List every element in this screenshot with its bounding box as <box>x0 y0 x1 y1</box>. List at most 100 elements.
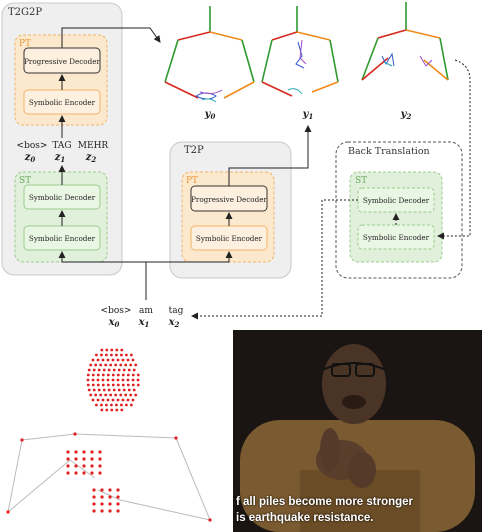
body-point <box>82 450 86 454</box>
face-point <box>120 348 124 352</box>
body-point <box>116 509 120 513</box>
face-point <box>131 358 135 362</box>
face-point <box>136 378 140 382</box>
face-point <box>110 353 113 357</box>
face-point <box>110 408 114 412</box>
face-point <box>99 363 103 367</box>
face-point <box>94 393 98 397</box>
body-point <box>74 450 78 454</box>
subtitle-line-2: is earthquake resistance. <box>236 512 374 524</box>
face-point <box>99 393 103 397</box>
body-point <box>82 471 86 475</box>
face-point <box>130 403 133 407</box>
subtitle-line-1: f all piles become more stronger <box>236 496 414 508</box>
face-point <box>116 378 120 382</box>
symbolic-decoder-box <box>357 187 435 213</box>
body-point <box>74 457 78 461</box>
text-word-2: tag <box>169 306 184 316</box>
face-point <box>102 368 106 372</box>
face-point <box>126 373 130 377</box>
face-point <box>97 368 101 372</box>
face-point <box>125 403 128 407</box>
body-point <box>100 502 104 506</box>
face-point <box>111 358 115 362</box>
body-point <box>66 457 70 461</box>
face-point <box>136 383 140 387</box>
pose-label-0: y0 <box>204 109 216 121</box>
body-point <box>92 488 96 492</box>
face-point <box>101 398 105 402</box>
body-keypoints <box>6 432 212 522</box>
face-point <box>132 368 136 372</box>
text-var-1: x1 <box>138 317 150 329</box>
face-point <box>105 348 109 352</box>
face-point <box>129 393 133 397</box>
face-point <box>106 383 110 387</box>
face-keypoints <box>86 348 140 412</box>
symbolic-encoder-label: Symbolic Encoder <box>363 233 430 242</box>
symbolic-encoder-label: Symbolic Encoder <box>29 234 96 243</box>
face-point <box>126 383 130 387</box>
face-point <box>111 373 115 377</box>
face-point <box>109 393 113 397</box>
face-point <box>127 368 131 372</box>
face-point <box>105 353 108 357</box>
face-point <box>86 378 90 382</box>
face-point <box>121 378 125 382</box>
body-point <box>90 464 94 468</box>
face-point <box>105 403 108 407</box>
pose-label-2: y2 <box>400 109 412 121</box>
face-point <box>120 408 124 412</box>
text-word-1: am <box>139 306 153 316</box>
face-point <box>91 373 95 377</box>
face-point <box>117 368 121 372</box>
face-point <box>89 363 93 367</box>
face-point <box>86 373 90 377</box>
symbolic-decoder-label: Symbolic Decoder <box>29 193 96 202</box>
face-point <box>131 398 135 402</box>
face-point <box>92 368 96 372</box>
pose-skeleton-1 <box>261 6 339 97</box>
face-point <box>91 378 95 382</box>
face-point <box>121 358 125 362</box>
pt-block: PT Progressive Decoder Symbolic Encoder <box>14 34 108 126</box>
face-point <box>120 403 123 407</box>
face-point <box>94 363 98 367</box>
face-point <box>122 388 126 392</box>
arrow-text-to-t2p <box>146 251 233 263</box>
text-sequence: <bos> am tag x0 x1 x2 <box>101 306 184 329</box>
pt-label: PT <box>186 176 198 186</box>
progressive-decoder-label: Progressive Decoder <box>191 195 267 204</box>
face-point <box>116 398 120 402</box>
t2p-group: T2P PT Progressive Decoder Symbolic Enco… <box>169 141 292 279</box>
face-point <box>126 358 130 362</box>
face-point <box>124 363 128 367</box>
body-point <box>73 432 77 436</box>
face-point <box>101 358 105 362</box>
face-point <box>116 358 120 362</box>
back-translation-group: Back Translation ST Symbolic Decoder Sym… <box>335 141 463 279</box>
face-point <box>96 378 100 382</box>
face-point <box>96 383 100 387</box>
face-point <box>129 363 133 367</box>
body-point <box>92 509 96 513</box>
body-point <box>98 464 102 468</box>
face-point <box>111 398 115 402</box>
face-point <box>121 398 125 402</box>
gloss-sequence: <bos> TAG MEHR z0 z1 z2 <box>17 115 108 164</box>
body-point <box>116 488 120 492</box>
body-point <box>90 450 94 454</box>
face-point <box>119 393 123 397</box>
face-point <box>89 393 93 397</box>
face-point <box>115 408 119 412</box>
face-point <box>127 388 131 392</box>
st-label: ST <box>19 176 31 186</box>
face-point <box>115 403 118 407</box>
face-point <box>91 383 95 387</box>
face-point <box>111 383 115 387</box>
face-point <box>121 383 125 387</box>
body-point <box>108 488 112 492</box>
face-point <box>104 363 108 367</box>
face-point <box>116 383 120 387</box>
